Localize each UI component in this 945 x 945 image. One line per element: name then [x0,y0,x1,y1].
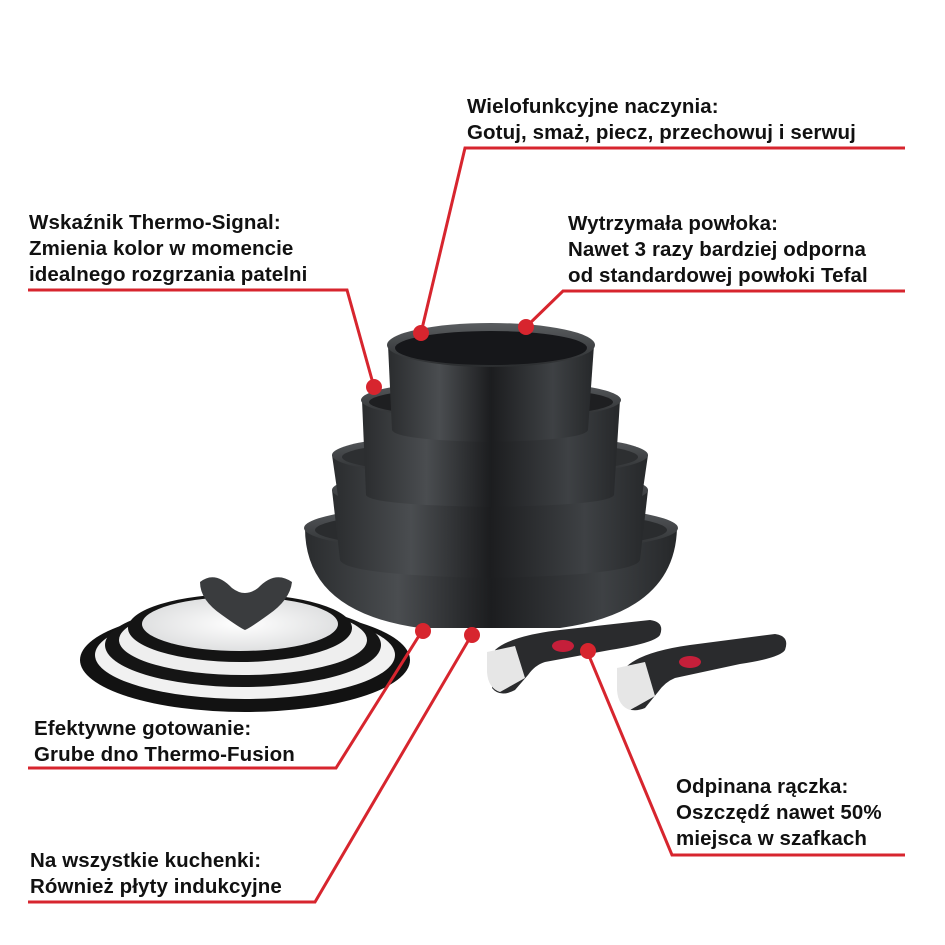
callout-title: Wskaźnik Thermo-Signal: [29,211,281,234]
saucepan-small [387,323,595,442]
callout-title: Wytrzymała powłoka: [568,212,778,235]
detachable-handle-2 [617,634,787,711]
callout-dot-thermo-signal [366,379,382,395]
callout-title: Na wszystkie kuchenki: [30,849,262,872]
callout-line: od standardowej powłoki Tefal [568,264,868,287]
callout-line: idealnego rozgrzania patelni [29,263,308,286]
callout-coating: Wytrzymała powłoka: Nawet 3 razy bardzie… [568,211,868,289]
detachable-handle-1 [487,620,662,694]
callout-detachable-handle: Odpinana rączka: Oszczędź nawet 50% miej… [676,774,882,852]
callout-line: Grube dno Thermo-Fusion [34,743,295,766]
callout-dot-efficient-cooking [415,623,431,639]
lid-knob [200,577,292,630]
callout-line: Oszczędź nawet 50% [676,801,882,824]
callout-dot-coating [518,319,534,335]
callout-title: Efektywne gotowanie: [34,717,252,740]
callout-all-hobs: Na wszystkie kuchenki: Również płyty ind… [30,848,282,900]
callout-title: Odpinana rączka: [676,775,849,798]
callout-line-efficient-cooking [28,630,424,770]
callout-line: Nawet 3 razy bardziej odporna [568,238,866,261]
callout-dot-all-hobs [464,627,480,643]
callout-line: Również płyty indukcyjne [30,875,282,898]
callout-multifunction: Wielofunkcyjne naczynia: Gotuj, smaż, pi… [467,94,856,146]
release-button [552,640,574,652]
callout-line-thermo-signal [28,288,376,388]
callout-thermo-signal: Wskaźnik Thermo-Signal: Zmienia kolor w … [29,210,307,288]
callout-line: Gotuj, smaż, piecz, przechowuj i serwuj [467,121,856,144]
callout-dot-detachable-handle [580,643,596,659]
callout-dot-multifunction [413,325,429,341]
callout-line-coating [524,289,905,329]
callout-efficient-cooking: Efektywne gotowanie: Grube dno Thermo-Fu… [34,716,295,768]
glass-lids [80,577,410,712]
callout-line-detachable-handle [585,650,905,857]
callout-line-multifunction [419,146,905,334]
callout-line: miejsca w szafkach [676,827,867,850]
callout-line: Zmienia kolor w momencie [29,237,294,260]
callout-line-all-hobs [28,635,473,904]
release-button [679,656,701,668]
callout-title: Wielofunkcyjne naczynia: [467,95,719,118]
